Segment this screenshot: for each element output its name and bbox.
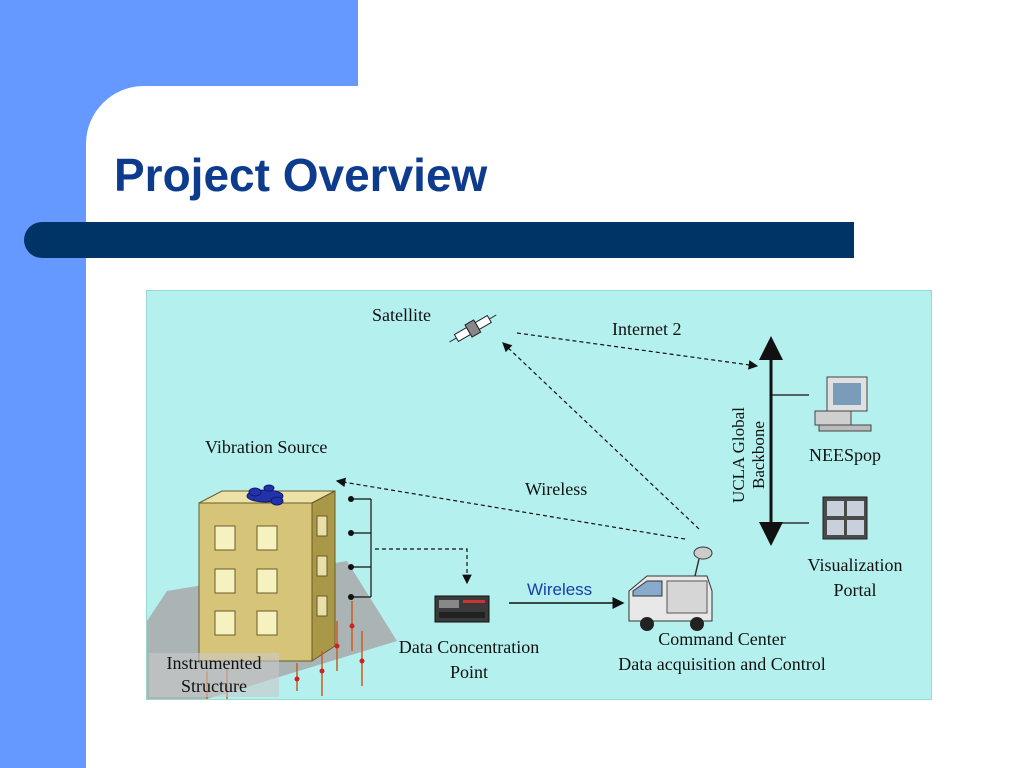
sensor-bus [351, 498, 372, 598]
slide-title: Project Overview [114, 149, 488, 201]
label-visualization-portal: Visualization Portal [787, 555, 923, 601]
monitor-wall-icon [822, 496, 868, 540]
label-satellite: Satellite [372, 305, 431, 325]
label-vibration-source: Vibration Source [205, 437, 328, 457]
building-icon [198, 490, 336, 662]
data-logger-icon [434, 595, 490, 623]
label-wireless-link: Wireless [527, 580, 593, 599]
label-dcp-line2: Point [449, 662, 488, 682]
label-backbone-line1: UCLA Global [729, 407, 748, 503]
truck-satellite-link [502, 342, 700, 530]
label-data-concentration-point: Data Concentration Point [379, 637, 559, 683]
system-diagram: Satellite Internet 2 Vibration Source Wi… [146, 290, 932, 700]
label-instrumented-line2: Structure [181, 676, 247, 696]
label-visualization-line1: Visualization [807, 555, 903, 575]
computer-icon [814, 376, 872, 432]
label-ucla-backbone: UCLA Global Backbone [729, 393, 769, 517]
label-visualization-line2: Portal [833, 580, 877, 600]
label-neespop: NEESpop [809, 445, 881, 465]
satellite-icon [449, 314, 497, 343]
command-truck-icon [628, 546, 713, 631]
slide-corner-panel [358, 0, 1024, 86]
label-dcp-line1: Data Concentration [398, 637, 540, 657]
label-command-center: Command Center Data acquisition and Cont… [587, 629, 857, 675]
label-instrumented-line1: Instrumented [166, 653, 262, 673]
label-backbone-line2: Backbone [749, 421, 768, 489]
vibration-shaker-icon [246, 484, 284, 506]
label-command-line2: Data acquisition and Control [618, 654, 826, 674]
label-wireless-top: Wireless [525, 479, 588, 499]
label-command-line1: Command Center [658, 629, 786, 649]
label-instrumented-structure: Instrumented Structure [149, 653, 279, 697]
title-underline-bar [24, 222, 854, 258]
truck-building-link [335, 477, 686, 540]
label-internet2: Internet 2 [612, 319, 682, 339]
bus-to-dcp-arrow [375, 548, 472, 585]
internet2-link [516, 332, 759, 370]
